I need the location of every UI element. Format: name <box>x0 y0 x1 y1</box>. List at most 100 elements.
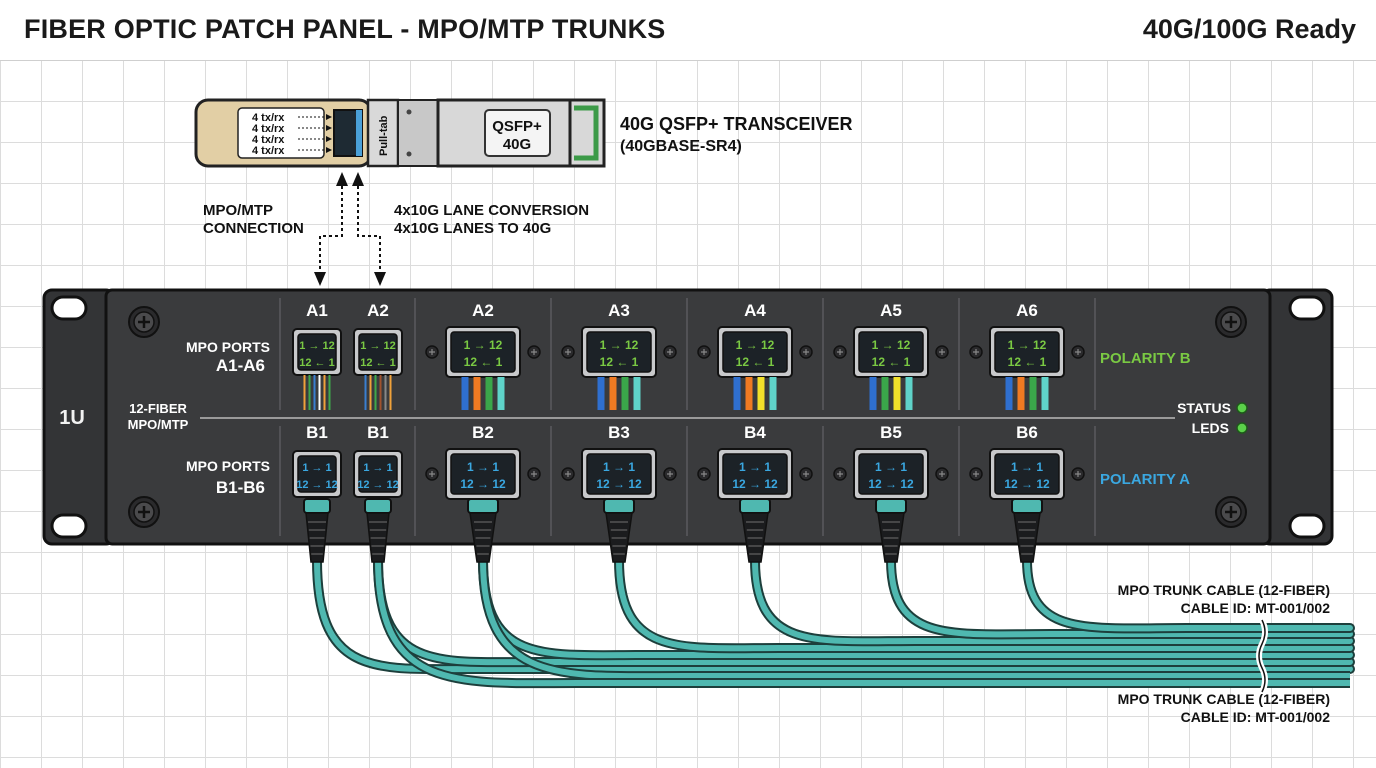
fiber-map-top: 1 → 1 <box>302 462 331 474</box>
patch-panel: 1U <box>42 288 1334 563</box>
lane-label-2: 4 tx/rx <box>252 123 285 135</box>
screw-icon <box>128 496 160 528</box>
port-label: A2 <box>472 301 494 320</box>
status-label-2: LEDS <box>1192 420 1229 436</box>
port-label: B1 <box>367 423 389 442</box>
fiber-map-bottom: 12 → 12 <box>296 479 338 491</box>
port-window <box>358 333 398 371</box>
fiber-map-top: 1 → 12 <box>1008 338 1047 352</box>
port-label: A1 <box>306 301 328 320</box>
trunk-cable[interactable] <box>375 559 1350 687</box>
trunk-cable[interactable] <box>314 557 1353 673</box>
pcb-edge <box>574 105 599 161</box>
trunk-cable[interactable] <box>480 559 1350 680</box>
mpo-port-a[interactable]: A6 1 → 12 12 ← 1 <box>969 301 1085 378</box>
mpo-port-a[interactable]: A5 1 → 12 12 ← 1 <box>833 301 949 378</box>
arrow-up-2 <box>352 172 364 186</box>
cable-label-bottom-1: MPO TRUNK CABLE (12-FIBER) <box>1118 691 1330 707</box>
fiber-map-bottom: 12 ← 1 <box>360 357 395 369</box>
screw-icon <box>1215 306 1247 338</box>
port-window <box>358 455 398 493</box>
connector-boot-collar <box>875 498 907 514</box>
speed-badge: 40G/100G Ready <box>1142 14 1356 44</box>
port-label: A5 <box>880 301 902 320</box>
lane-conversion-label-2: 4x10G LANES TO 40G <box>394 220 551 237</box>
port-label: A2 <box>367 301 389 320</box>
fiber-map-bottom: 12 ← 1 <box>1008 355 1047 369</box>
fiber-map-top: 1 → 12 <box>299 340 334 352</box>
arrow-down-2 <box>374 272 386 286</box>
fiber-map-top: 1 → 1 <box>467 460 499 474</box>
port-window <box>858 331 924 373</box>
fiber-map-bottom: 12 → 12 <box>732 477 778 491</box>
trunk-cable[interactable] <box>752 557 1353 645</box>
lane-panel <box>237 107 325 159</box>
cable-label-bottom-2: CABLE ID: MT-001/002 <box>1181 709 1331 725</box>
status-led-1 <box>1236 402 1248 414</box>
row-a-label-2: A1-A6 <box>216 356 265 375</box>
port-label: B4 <box>744 423 766 442</box>
connector-boot-collar <box>603 498 635 514</box>
port-window <box>586 331 652 373</box>
fiber-map-bottom: 12 ← 1 <box>600 355 639 369</box>
mpo-port-b[interactable]: B6 1 → 1 12 → 12 <box>969 423 1085 500</box>
mpo-port-b[interactable]: B2 1 → 1 12 → 12 <box>425 423 541 500</box>
mpo-port-b[interactable]: B31 → 112 → 12 <box>561 423 677 500</box>
connector-boot-collar <box>303 498 331 514</box>
module-dividers <box>279 298 1096 536</box>
port-window <box>994 331 1060 373</box>
mpo-port-b[interactable]: B51 → 112 → 12 <box>833 423 949 500</box>
fiber-map-top: 1 → 12 <box>600 338 639 352</box>
port-window <box>297 333 337 371</box>
transceiver-name: 40G QSFP+ TRANSCEIVER <box>620 114 853 134</box>
fiber-type-label-2: MPO/MTP <box>128 417 189 432</box>
port-label: A3 <box>608 301 630 320</box>
fiber-map-bottom: 12 → 12 <box>1004 477 1050 491</box>
transceiver-spec: (40GBASE-SR4) <box>620 138 742 155</box>
fiber-map-bottom: 12 ← 1 <box>299 357 334 369</box>
trunk-cables <box>312 555 1355 694</box>
pull-tab <box>366 98 400 168</box>
mpo-port-b[interactable]: B11 → 112 → 12 <box>292 423 342 498</box>
connector-boot-collar <box>739 498 771 514</box>
port-window <box>450 453 516 495</box>
row-b-label-1: MPO PORTS <box>186 458 270 474</box>
trunk-cable[interactable] <box>616 557 1353 652</box>
port-label: B2 <box>472 423 494 442</box>
arrow-up-1 <box>336 172 348 186</box>
module-label-speed: 40G <box>503 136 531 153</box>
fiber-map-top: 1 → 12 <box>872 338 911 352</box>
port-label: A6 <box>1016 301 1038 320</box>
connection-arrows <box>319 186 381 276</box>
screw-icon <box>1215 496 1247 528</box>
fiber-map-bottom: 12 ← 1 <box>736 355 775 369</box>
port-window <box>586 453 652 495</box>
trunk-cable[interactable] <box>888 557 1353 638</box>
polarity-b-label: POLARITY B <box>1100 350 1191 367</box>
port-window <box>450 331 516 373</box>
lane-label-1: 4 tx/rx <box>252 112 285 124</box>
port-label: B3 <box>608 423 630 442</box>
mpo-port-b[interactable]: B41 → 112 → 12 <box>697 423 813 500</box>
fiber-map-top: 1 → 1 <box>1011 460 1043 474</box>
fiber-map-bottom: 12 → 12 <box>460 477 506 491</box>
fiber-map-bottom: 12 ← 1 <box>872 355 911 369</box>
fiber-map-top: 1 → 1 <box>363 462 392 474</box>
trunk-cable[interactable] <box>1024 557 1353 632</box>
mpo-port-a[interactable]: A1 1 → 12 12 ← 1 <box>292 301 342 376</box>
port-label: B6 <box>1016 423 1038 442</box>
module-label-plate <box>484 109 551 157</box>
fiber-map-top: 1 → 1 <box>603 460 635 474</box>
mpo-port-a[interactable]: A3 1 → 12 12 ← 1 <box>561 301 677 378</box>
mpo-port-b[interactable]: B11 → 112 → 12 <box>353 423 403 498</box>
connector-boot-collar <box>1011 498 1043 514</box>
port-label: B5 <box>880 423 902 442</box>
cable-label-top-2: CABLE ID: MT-001/002 <box>1181 600 1331 616</box>
port-label: A4 <box>744 301 766 320</box>
page-title: FIBER OPTIC PATCH PANEL - MPO/MTP TRUNKS <box>24 14 666 44</box>
